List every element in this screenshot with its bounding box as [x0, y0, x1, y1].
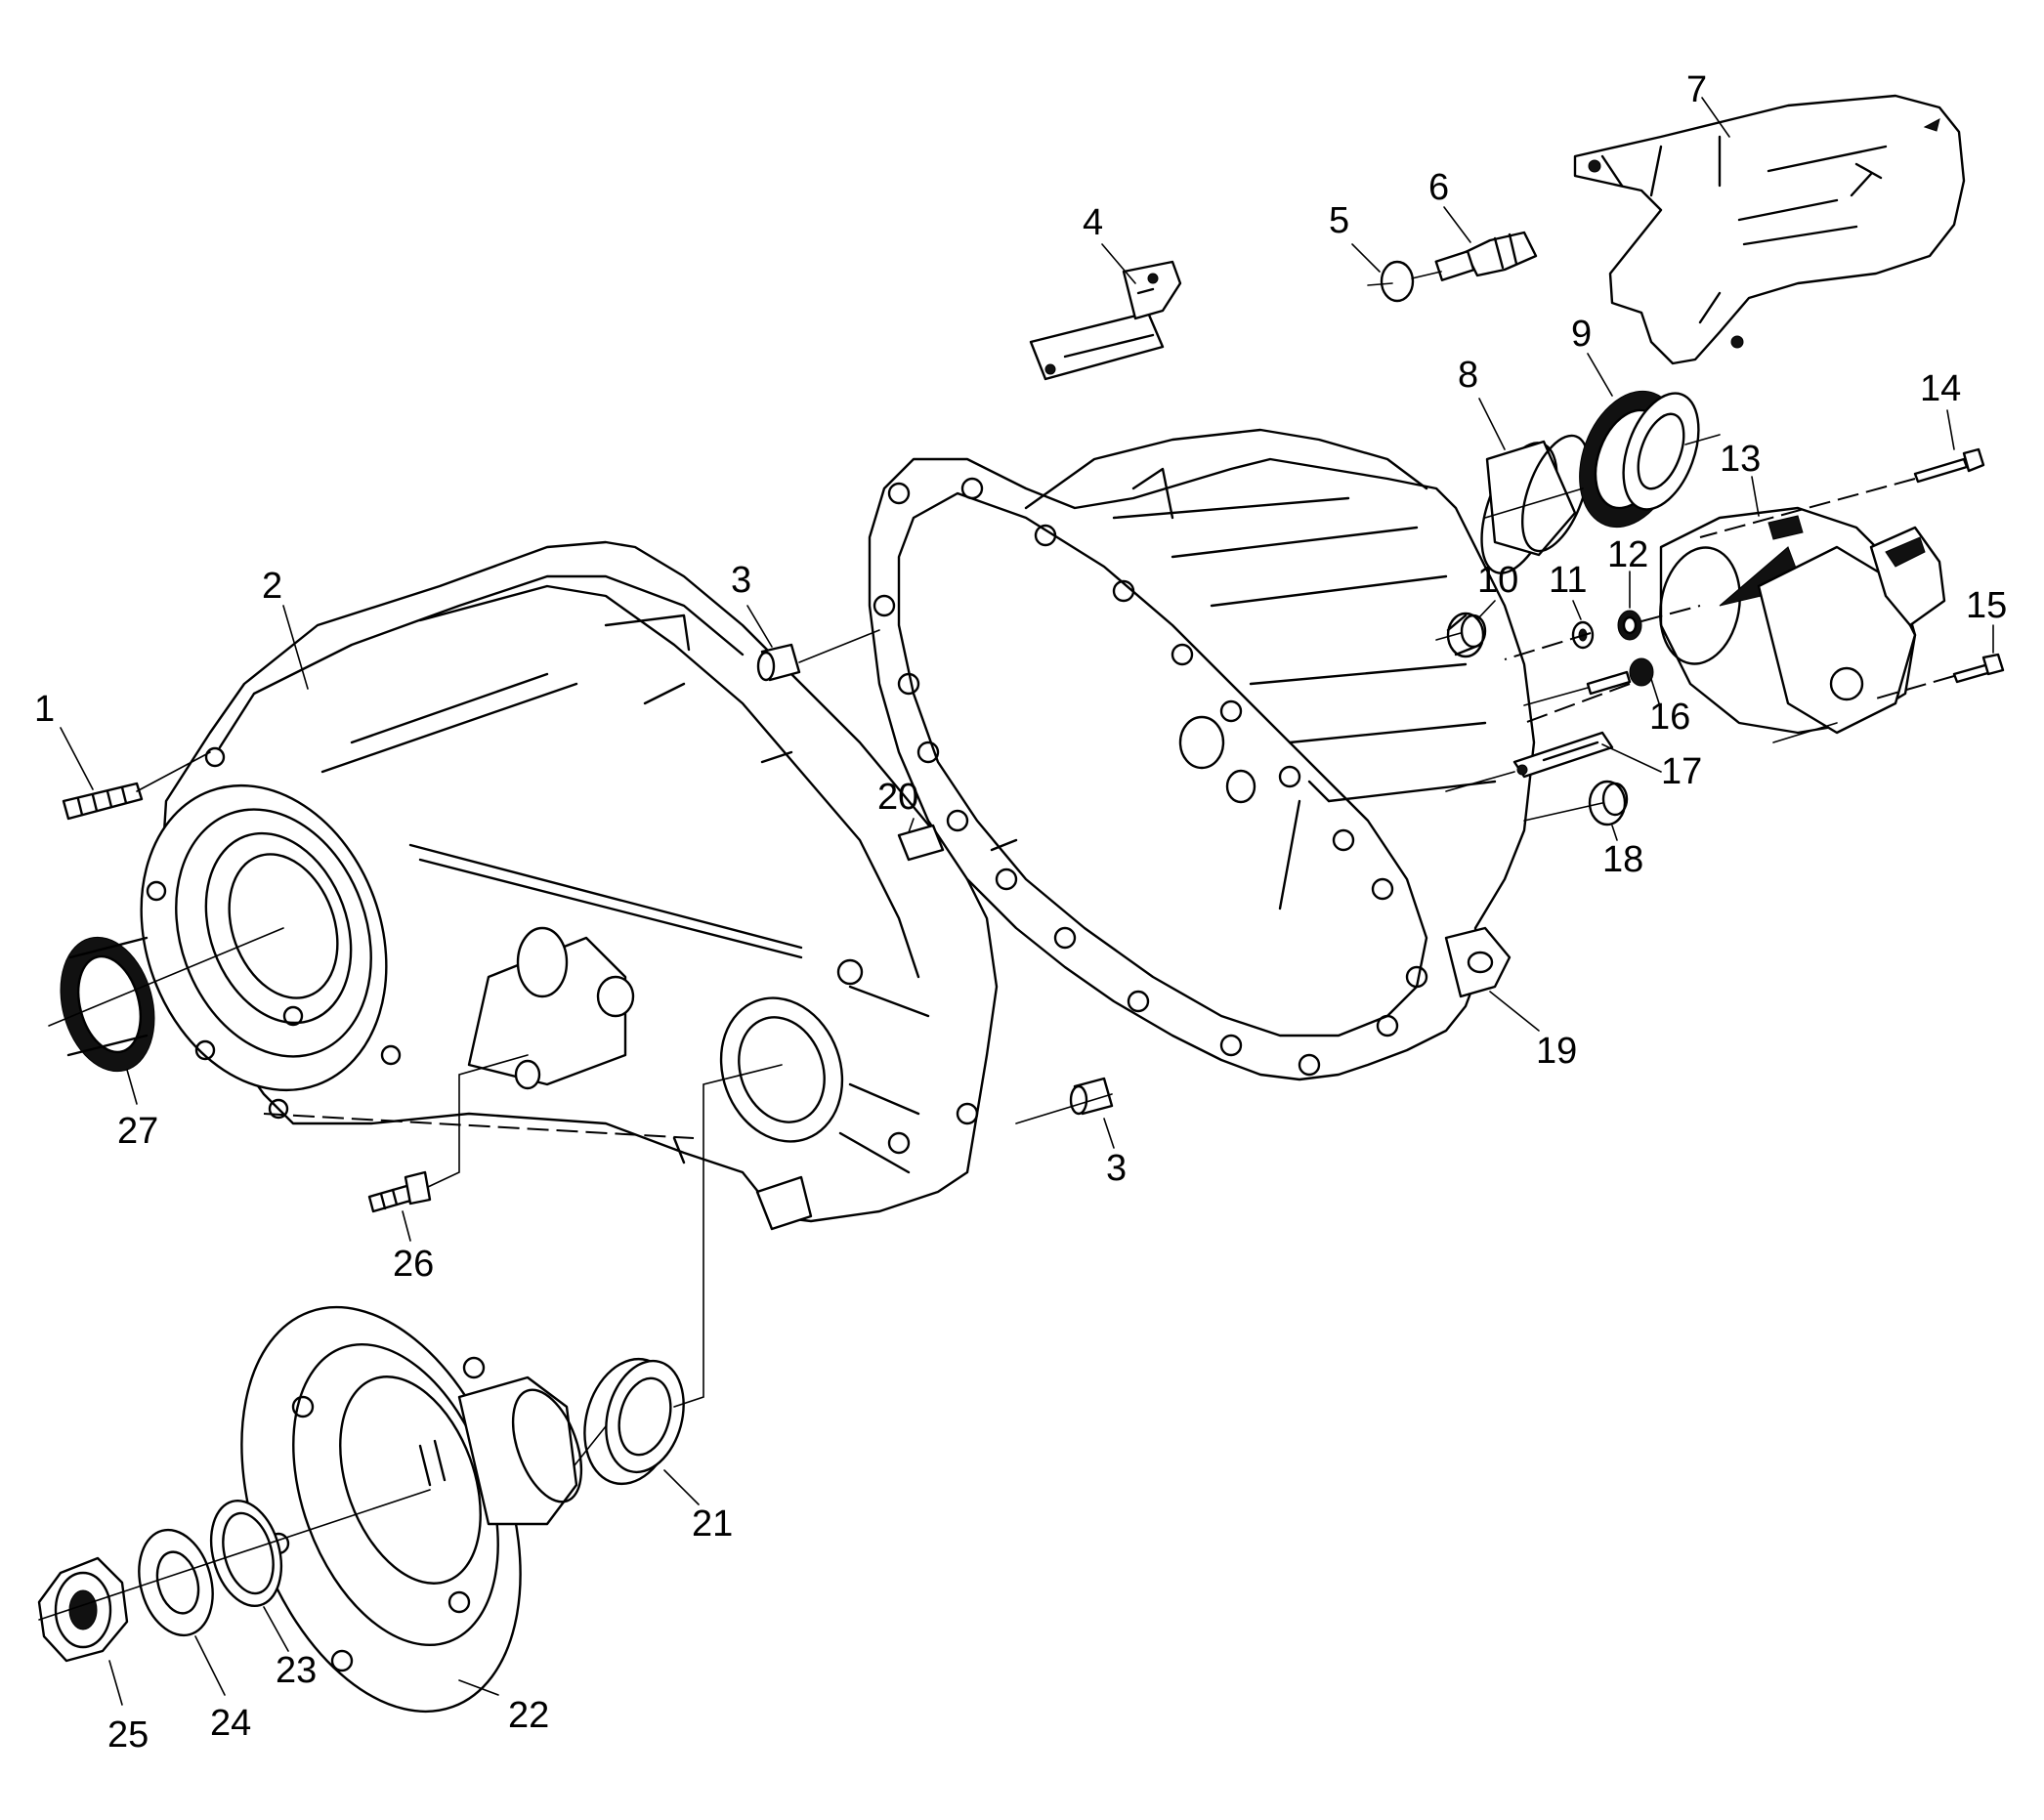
part-18-plug	[1588, 780, 1629, 826]
part-6-sensor	[1411, 231, 1538, 281]
part-25-nut	[37, 1556, 129, 1663]
callout-5: 5	[1329, 200, 1349, 241]
part-24-washer	[138, 1528, 214, 1637]
part-5-o-ring	[1367, 260, 1415, 303]
callout-4: 4	[1083, 202, 1103, 243]
part-12-washer	[1617, 610, 1642, 641]
callout-6: 6	[1428, 167, 1449, 208]
part-2-front-case	[140, 540, 999, 1231]
part-1-stud	[62, 782, 144, 821]
callout-23: 23	[276, 1650, 317, 1691]
callout-13: 13	[1720, 439, 1761, 480]
callout-9: 9	[1571, 314, 1592, 355]
part-26-fitting	[367, 1170, 432, 1213]
part-7-cover	[1573, 94, 1966, 365]
callout-20: 20	[877, 777, 918, 818]
callout-labels: 1 2 3 3 4 5 6 7 8 9 10 11 12 13 14 15 16…	[34, 69, 2007, 1756]
part-20-magnet	[897, 824, 945, 862]
part-17-bracket	[1512, 731, 1614, 779]
callout-17: 17	[1661, 751, 1702, 792]
callout-25: 25	[107, 1714, 149, 1756]
callout-22: 22	[508, 1695, 549, 1736]
callout-27: 27	[117, 1111, 158, 1152]
callout-14: 14	[1920, 368, 1961, 409]
leader-lines	[60, 97, 1994, 1706]
callout-1: 1	[34, 689, 55, 730]
part-10-plug	[1446, 612, 1487, 658]
callout-19: 19	[1536, 1031, 1577, 1072]
part-22-flange	[240, 1305, 583, 1714]
callout-7: 7	[1686, 69, 1707, 110]
callout-12: 12	[1607, 534, 1648, 575]
part-14-bolt	[1913, 447, 1985, 484]
part-15-bolt	[1952, 653, 2005, 684]
part-27-seal	[60, 936, 155, 1073]
part-3-dowel-upper	[756, 643, 801, 682]
callout-10: 10	[1477, 560, 1518, 601]
callout-26: 26	[393, 1244, 434, 1285]
callout-16: 16	[1649, 697, 1690, 738]
callout-11: 11	[1549, 560, 1587, 601]
callout-3-upper: 3	[731, 560, 751, 601]
callout-18: 18	[1602, 839, 1643, 880]
part-13-shift-motor	[1659, 506, 1946, 735]
assembly-lines	[38, 434, 1955, 1621]
part-21-seal	[583, 1357, 685, 1486]
callout-2: 2	[262, 566, 282, 607]
callout-8: 8	[1458, 355, 1478, 396]
part-19-rear-case	[868, 428, 1536, 1081]
callout-15: 15	[1966, 585, 2007, 626]
callout-3-lower: 3	[1106, 1148, 1127, 1189]
part-9-seal	[1579, 390, 1700, 529]
part-4-bracket	[1029, 260, 1182, 381]
part-8-bushing	[1480, 434, 1590, 574]
part-16-bolt	[1586, 657, 1654, 696]
callout-21: 21	[692, 1503, 733, 1545]
callout-24: 24	[210, 1703, 251, 1744]
